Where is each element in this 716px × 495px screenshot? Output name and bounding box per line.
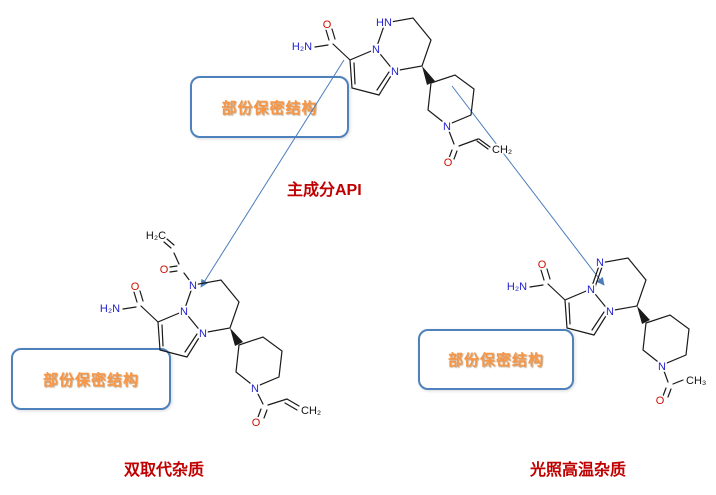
stereo-wedge-bond	[422, 66, 435, 85]
atom-label-ch2: CH₂	[301, 405, 321, 417]
atom-label-ch3: CH₃	[686, 375, 706, 387]
callout-photo-label: 部份保密结构	[447, 352, 544, 369]
atom-label-h2n: H₂N	[292, 41, 312, 53]
atom-label-n: N	[606, 306, 614, 318]
caption-disubstituted-impurity: 双取代杂质	[124, 462, 205, 479]
atom-label-n: N	[189, 280, 197, 292]
arrow-to-photothermal	[451, 85, 605, 286]
stereo-wedge-bond	[230, 328, 243, 346]
atom-label-h2c: H₂C	[146, 230, 166, 242]
double-bond	[325, 28, 491, 160]
atom-label-n: N	[596, 257, 604, 269]
atom-label-n: N	[658, 361, 666, 373]
atom-label-o: O	[323, 19, 332, 31]
atom-label-o: O	[538, 259, 547, 271]
atom-label-o: O	[656, 395, 665, 407]
atom-label-hn: HN	[376, 17, 392, 29]
atom-label-o: O	[131, 281, 140, 293]
atom-label-n: N	[391, 66, 399, 78]
atom-label-n: N	[372, 44, 380, 56]
caption-photothermal-impurity: 光照高温杂质	[530, 462, 627, 479]
callout-disub-label: 部份保密结构	[42, 371, 139, 389]
atom-label-o: O	[444, 157, 453, 169]
atom-label-o: O	[252, 417, 261, 429]
atom-label-ch2: CH₂	[492, 144, 512, 156]
callout-partial-confidential-disub: 部份保密结构	[11, 348, 171, 410]
atom-label-h2n: H₂N	[507, 281, 527, 293]
callout-main-label: 部份保密结构	[221, 99, 318, 117]
atom-label-h2n: H₂N	[100, 303, 120, 315]
atom-label-n: N	[443, 121, 451, 133]
callout-partial-confidential-photo: 部份保密结构	[418, 329, 574, 390]
atom-label-n: N	[199, 328, 207, 340]
atom-label-n: N	[587, 284, 595, 296]
atom-label-n: N	[251, 383, 259, 395]
atom-label-n: N	[180, 306, 188, 318]
caption-main-api: 主成分API	[287, 182, 362, 199]
stereo-wedge-bond	[637, 306, 650, 324]
callout-partial-confidential-main: 部份保密结构	[190, 76, 349, 138]
atom-label-o: O	[160, 264, 169, 276]
